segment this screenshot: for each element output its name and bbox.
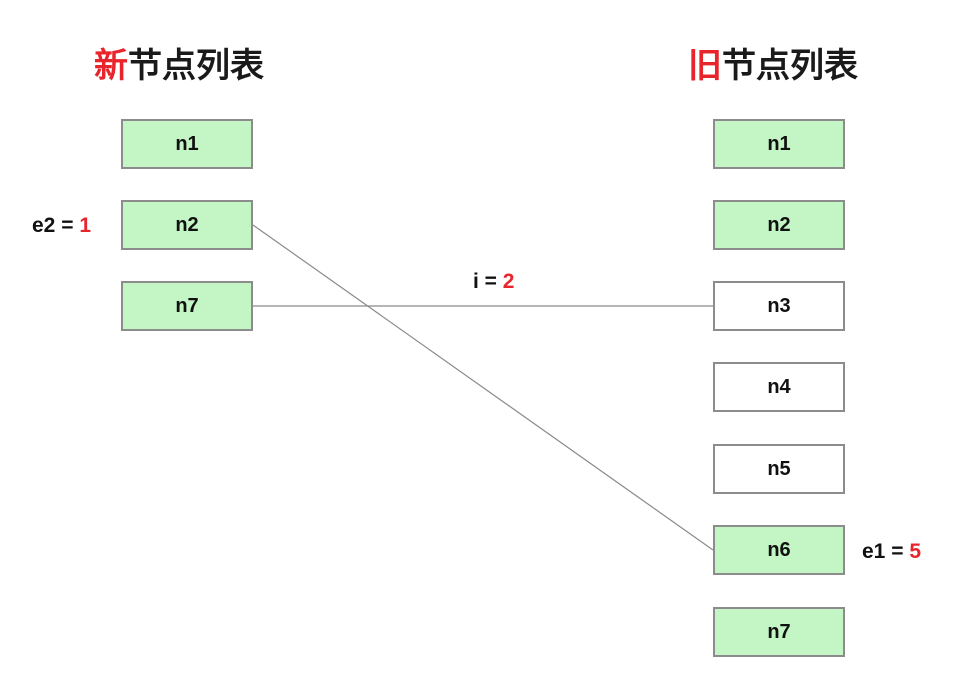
e2-value: 1 [79, 214, 91, 237]
i-name: i = [473, 270, 497, 293]
old-node-n6: n6 [713, 525, 845, 575]
old-title-rest: 节点列表 [722, 47, 858, 85]
new-title-rest: 节点列表 [128, 47, 264, 85]
new-node-n7: n7 [121, 281, 253, 331]
e1-value: 5 [909, 540, 921, 563]
link-n2-to-n6 [252, 224, 714, 551]
old-node-n3: n3 [713, 281, 845, 331]
new-node-n1: n1 [121, 119, 253, 169]
old-node-n1: n1 [713, 119, 845, 169]
node-label: n2 [767, 213, 791, 236]
e1-name: e1 = [862, 540, 904, 563]
node-label: n1 [767, 132, 791, 155]
e2-annotation: e2 = 1 [32, 213, 91, 239]
node-label: n7 [175, 294, 199, 317]
new-node-n2: n2 [121, 200, 253, 250]
node-label: n3 [767, 294, 791, 317]
node-label: n6 [767, 538, 791, 561]
old-list-title: 旧节点列表 [688, 44, 858, 88]
i-value: 2 [502, 270, 515, 293]
old-node-n2: n2 [713, 200, 845, 250]
i-annotation: i = 2 [473, 269, 514, 295]
e2-name: e2 = [32, 214, 74, 237]
node-label: n2 [175, 213, 199, 236]
old-node-n5: n5 [713, 444, 845, 494]
old-title-accent: 旧 [688, 47, 722, 85]
old-node-n7: n7 [713, 607, 845, 657]
new-list-title: 新节点列表 [94, 44, 264, 88]
new-title-accent: 新 [94, 47, 128, 85]
node-label: n5 [767, 457, 791, 480]
node-label: n1 [175, 132, 199, 155]
node-label: n7 [767, 620, 791, 643]
node-label: n4 [767, 375, 791, 398]
old-node-n4: n4 [713, 362, 845, 412]
e1-annotation: e1 = 5 [862, 539, 921, 565]
